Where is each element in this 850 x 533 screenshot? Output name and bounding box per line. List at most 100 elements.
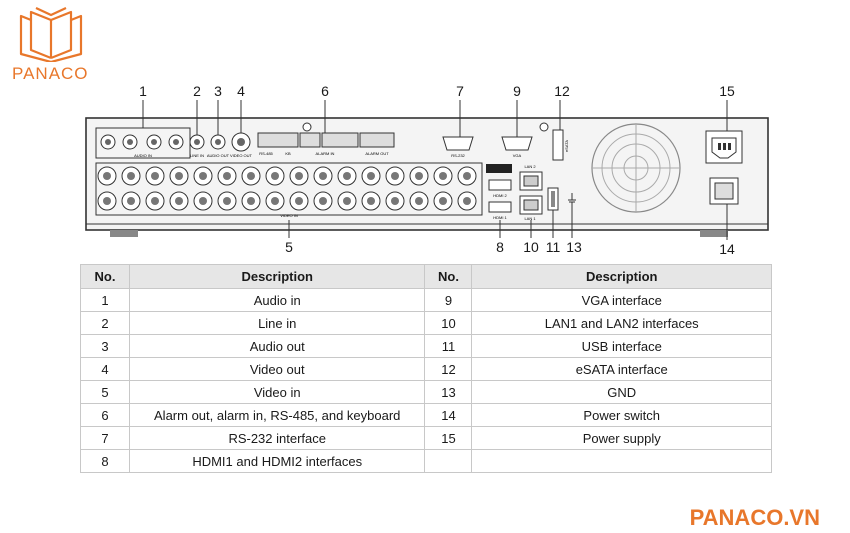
cell-no: 11 xyxy=(424,334,473,358)
cell-description: Video out xyxy=(128,357,426,381)
bnc-connector-pin xyxy=(439,197,447,205)
bnc-connector-pin xyxy=(319,172,327,180)
audio-in-ports[interactable]: AUDIO IN xyxy=(95,127,191,159)
bnc-connector-pin xyxy=(463,197,471,205)
bnc-connector-pin xyxy=(439,172,447,180)
callout-10: 10 xyxy=(523,239,539,255)
cell-no: 10 xyxy=(424,311,473,335)
logo-text: PANACO xyxy=(12,64,89,83)
bnc-connector-pin xyxy=(103,172,111,180)
svg-text:VIDEO OUT: VIDEO OUT xyxy=(230,153,253,158)
usb-port[interactable] xyxy=(547,187,559,211)
svg-text:LAN 1: LAN 1 xyxy=(524,216,536,221)
callout-4: 4 xyxy=(237,83,245,99)
bnc-connector-pin xyxy=(247,172,255,180)
header-no-right: No. xyxy=(424,264,473,289)
rs232-port[interactable]: RS-232 xyxy=(442,136,474,158)
fan-grille xyxy=(591,123,681,213)
cell-description: Power supply xyxy=(471,426,772,450)
bnc-connector-pin xyxy=(247,197,255,205)
callout-15: 15 xyxy=(719,83,735,99)
bnc-connector-pin xyxy=(367,197,375,205)
bnc-connector-pin xyxy=(271,197,279,205)
lan-ports[interactable]: LAN 2 LAN 1 xyxy=(519,164,543,221)
cell-description: RS-232 interface xyxy=(128,426,426,450)
bnc-connector-pin xyxy=(151,172,159,180)
bnc-connector-pin xyxy=(271,172,279,180)
line-in-port[interactable]: LINE IN xyxy=(189,134,205,158)
cell-description: Video in xyxy=(128,380,426,404)
svg-text:VGA: VGA xyxy=(513,153,522,158)
cell-no: 13 xyxy=(424,380,473,404)
svg-text:VIDEO IN: VIDEO IN xyxy=(280,213,298,218)
hdmi-ports[interactable]: HDMI 2 HDMI 1 xyxy=(486,164,512,220)
cell-description: Power switch xyxy=(471,403,772,427)
callout-11: 11 xyxy=(546,239,561,255)
esata-port[interactable]: eSATA xyxy=(552,129,569,161)
cell-description: eSATA interface xyxy=(471,357,772,381)
alarm-terminal-blocks[interactable]: RS-485 KB ALARM IN ALARM OUT xyxy=(257,132,395,156)
callout-3: 3 xyxy=(214,83,222,99)
bnc-connector-pin xyxy=(391,197,399,205)
power-supply-socket[interactable] xyxy=(705,130,743,164)
cell-no: 12 xyxy=(424,357,473,381)
cell-description: Audio in xyxy=(128,288,426,312)
audio-out-port[interactable]: AUDIO OUT xyxy=(207,134,230,158)
bnc-connector-pin xyxy=(295,197,303,205)
svg-text:HDMI 2: HDMI 2 xyxy=(493,193,507,198)
bnc-connector-pin xyxy=(415,197,423,205)
callout-12: 12 xyxy=(554,83,570,99)
callout-1: 1 xyxy=(139,83,147,99)
svg-text:LINE IN: LINE IN xyxy=(190,153,204,158)
bnc-connector-pin xyxy=(367,172,375,180)
screw-icon xyxy=(302,122,312,132)
cell-description: LAN1 and LAN2 interfaces xyxy=(471,311,772,335)
header-description-right: Description xyxy=(471,264,772,289)
cell-description: Line in xyxy=(128,311,426,335)
bnc-connector-pin xyxy=(127,197,135,205)
table-header-row: No. Description No. Description xyxy=(80,264,772,289)
cell-description: Alarm out, alarm in, RS-485, and keyboar… xyxy=(128,403,426,427)
svg-text:ALARM IN: ALARM IN xyxy=(316,151,335,156)
screw-icon xyxy=(539,122,549,132)
power-switch[interactable] xyxy=(709,177,739,205)
cell-description: USB interface xyxy=(471,334,772,358)
svg-text:eSATA: eSATA xyxy=(564,140,569,152)
vga-port[interactable]: VGA xyxy=(501,136,533,158)
bnc-connector-pin xyxy=(199,172,207,180)
cell-description: HDMI1 and HDMI2 interfaces xyxy=(128,449,426,473)
cell-no: 4 xyxy=(80,357,130,381)
video-in-ports[interactable]: VIDEO IN xyxy=(95,162,483,218)
cell-description xyxy=(471,449,772,473)
svg-text:ALARM OUT: ALARM OUT xyxy=(365,151,389,156)
bnc-connector-pin xyxy=(175,172,183,180)
book-logo-icon xyxy=(19,7,83,62)
cell-description: GND xyxy=(471,380,772,404)
cell-no xyxy=(424,449,473,473)
brand-website: PANACO.VN xyxy=(689,505,820,530)
callout-6: 6 xyxy=(321,83,329,99)
cell-no: 7 xyxy=(80,426,130,450)
callout-lines xyxy=(142,100,728,240)
bnc-connector-pin xyxy=(223,172,231,180)
cell-no: 8 xyxy=(80,449,130,473)
svg-text:AUDIO OUT: AUDIO OUT xyxy=(207,153,230,158)
svg-text:RS-232: RS-232 xyxy=(451,153,465,158)
callout-9: 9 xyxy=(513,83,521,99)
svg-text:LAN 2: LAN 2 xyxy=(524,164,536,169)
callout-7: 7 xyxy=(456,83,464,99)
callout-2: 2 xyxy=(193,83,201,99)
bnc-connector-pin xyxy=(343,197,351,205)
cell-no: 1 xyxy=(80,288,130,312)
header-description-left: Description xyxy=(128,264,426,289)
cell-no: 2 xyxy=(80,311,130,335)
bnc-connector-pin xyxy=(127,172,135,180)
device-foot-right xyxy=(700,230,728,237)
callout-8: 8 xyxy=(496,239,504,255)
cell-description: Audio out xyxy=(128,334,426,358)
